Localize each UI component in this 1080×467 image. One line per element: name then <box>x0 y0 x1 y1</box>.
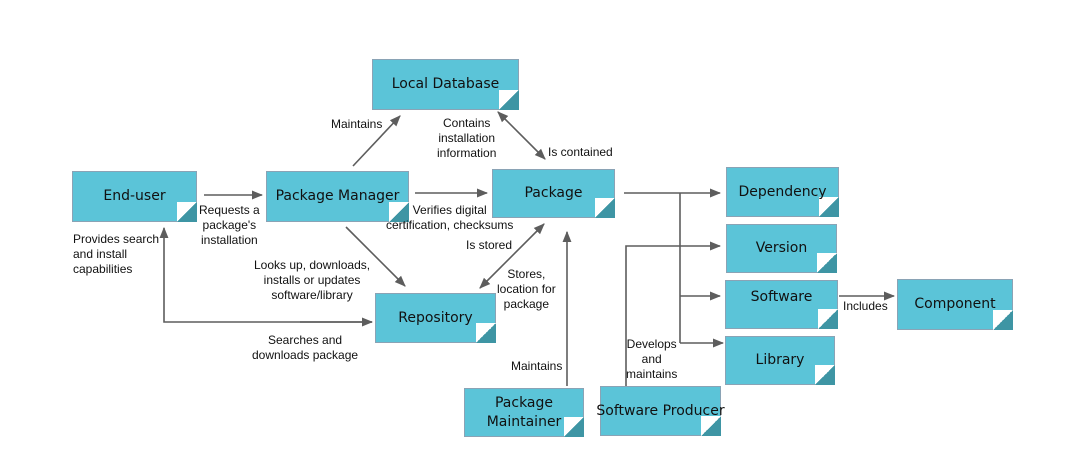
node-local-database[interactable]: Local Database <box>372 59 519 110</box>
edge-label-looks-up: Looks up, downloads, installs or updates… <box>254 258 371 302</box>
page-fold-icon <box>177 202 197 222</box>
node-label: Library <box>755 352 805 369</box>
node-label: Component <box>914 296 996 313</box>
node-software-producer[interactable]: Software Producer <box>596 386 725 436</box>
page-fold-icon <box>476 323 496 343</box>
edge-label-is-contained: Is contained <box>548 145 613 159</box>
node-version[interactable]: Version <box>726 224 837 273</box>
edge-repository-package <box>479 223 545 289</box>
edge-label-verifies: Verifies digital certification, checksum… <box>386 203 514 232</box>
node-package-maintainer[interactable]: Package Maintainer <box>464 388 584 437</box>
node-package[interactable]: Package <box>492 169 615 218</box>
node-component[interactable]: Component <box>897 279 1013 330</box>
edge-label-includes: Includes <box>843 299 888 313</box>
page-fold-icon <box>815 365 835 385</box>
edge-pkgmanager-to-localdb <box>352 115 401 167</box>
node-package-manager[interactable]: Package Manager <box>266 171 409 222</box>
edge-label-develops-maintains: Develops and maintains <box>626 337 678 381</box>
node-label: Version <box>755 240 808 257</box>
edge-label-searches-downloads: Searches and downloads package <box>252 333 359 362</box>
node-library[interactable]: Library <box>725 336 835 385</box>
page-fold-icon <box>564 417 584 437</box>
node-repository[interactable]: Repository <box>375 293 496 343</box>
page-fold-icon <box>993 310 1013 330</box>
node-label: Software Producer <box>596 402 725 419</box>
node-label: Package <box>524 185 583 202</box>
edge-label-is-stored: Is stored <box>466 238 513 252</box>
edge-label-maintains-package: Maintains <box>511 359 563 373</box>
page-fold-icon <box>595 198 615 218</box>
node-label: Repository <box>398 309 473 326</box>
page-fold-icon <box>701 416 721 436</box>
edge-label-stores-location: Stores, location for package <box>497 267 556 311</box>
page-fold-icon <box>389 202 409 222</box>
page-fold-icon <box>499 90 519 110</box>
page-fold-icon <box>819 197 839 217</box>
edge-localdb-package <box>497 111 546 160</box>
edge-producer-to-version <box>625 241 722 386</box>
node-software[interactable]: Software <box>725 280 838 329</box>
node-label: End-user <box>103 188 166 205</box>
node-label: Software <box>750 289 813 306</box>
edge-pkgmanager-to-repository <box>345 226 406 287</box>
page-fold-icon <box>818 309 838 329</box>
page-fold-icon <box>817 253 837 273</box>
node-label: Local Database <box>391 76 500 93</box>
node-label: Package Maintainer <box>486 394 562 430</box>
node-label: Package Manager <box>275 188 400 205</box>
edge-label-maintains-db: Maintains <box>331 117 383 131</box>
node-label: Dependency <box>738 183 827 200</box>
edge-label-contains-installation: Contains installation information <box>437 116 497 160</box>
node-end-user[interactable]: End-user <box>72 171 197 222</box>
node-dependency[interactable]: Dependency <box>726 167 839 217</box>
edge-label-provides-search: Provides search and install capabilities <box>73 232 160 276</box>
edge-label-requests-installation: Requests a package's installation <box>199 203 260 247</box>
